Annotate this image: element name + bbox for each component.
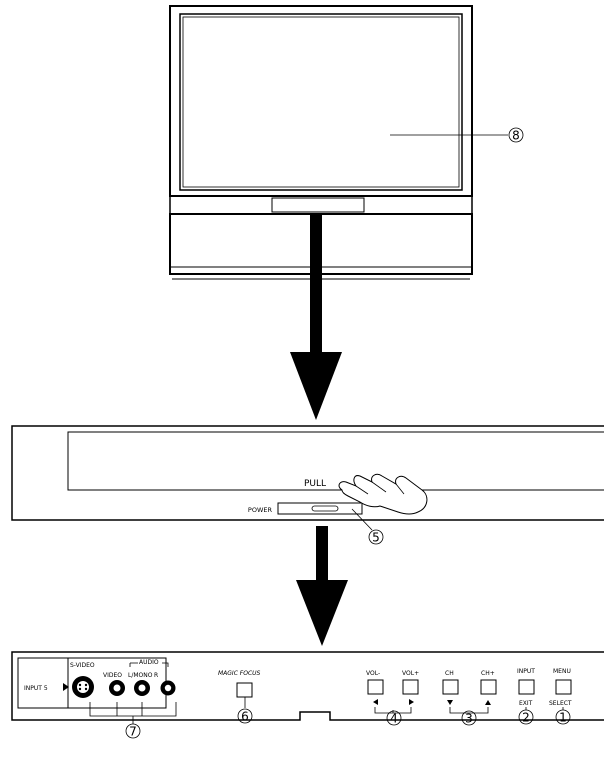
magic-focus-label: MAGIC FOCUS (218, 670, 261, 677)
tv-control-door[interactable] (271, 197, 365, 213)
callout-4: 4 (386, 710, 402, 726)
tv-outer-frame (169, 5, 473, 197)
svg-text:4: 4 (390, 712, 398, 726)
svideo-label: S-VIDEO (70, 662, 95, 669)
callout-6: 6 (237, 708, 253, 724)
svg-text:5: 5 (372, 531, 380, 545)
callout-5-leader (351, 508, 373, 531)
callout-8: 8 (508, 127, 524, 143)
callout-1: 1 (555, 709, 571, 725)
audio-label: AUDIO (139, 659, 159, 666)
video-label: VIDEO (103, 672, 122, 679)
callout-7: 7 (125, 723, 141, 739)
hand-pull-icon (338, 473, 428, 515)
tv-screen (179, 13, 463, 191)
vol-minus-button[interactable] (367, 679, 384, 695)
callout-3: 3 (461, 710, 477, 726)
ch-up-button[interactable] (480, 679, 497, 695)
audio-r-jack[interactable] (160, 680, 176, 696)
input-exit-button[interactable] (518, 679, 535, 695)
right-arrow-icon (409, 699, 414, 705)
svg-text:8: 8 (512, 129, 520, 143)
left-arrow-icon (373, 699, 378, 705)
exit-label: EXIT (519, 700, 533, 707)
arrow-down-icon (290, 214, 342, 420)
magic-focus-button[interactable] (236, 682, 253, 698)
control-panel-outline (11, 651, 604, 721)
r-label: R (154, 672, 158, 679)
lmono-label: L/MONO (128, 672, 153, 679)
tv-mid-band (169, 195, 473, 215)
svg-text:3: 3 (465, 712, 473, 726)
input5-pointer-icon (63, 683, 69, 691)
projection-tv (169, 5, 508, 280)
vol-plus-button[interactable] (402, 679, 419, 695)
pull-label: PULL (304, 479, 326, 489)
power-label: POWER (248, 506, 273, 514)
callout-7-bracket (89, 702, 177, 724)
audio-l-mono-jack[interactable] (134, 680, 150, 696)
video-jack[interactable] (109, 680, 125, 696)
tv-screen-inner (182, 16, 460, 188)
callout-2: 2 (518, 709, 534, 725)
callout-3-bracket (449, 707, 489, 714)
vol-plus-label: VOL+ (402, 670, 419, 677)
up-arrow-icon (485, 700, 491, 705)
menu-select-button[interactable] (555, 679, 572, 695)
input5-label: INPUT 5 (24, 685, 48, 692)
vol-minus-label: VOL- (366, 670, 380, 677)
svg-text:6: 6 (241, 710, 249, 724)
ch-up-label: CH+ (481, 670, 495, 677)
ch-down-button[interactable] (442, 679, 459, 695)
power-slot[interactable] (277, 502, 363, 515)
callout-4-bracket (374, 707, 412, 714)
input-label: INPUT (517, 668, 535, 675)
door-inner-outline (67, 431, 604, 491)
front-door-panel (11, 425, 604, 531)
select-label: SELECT (549, 700, 572, 707)
door-panel-outline (11, 425, 604, 521)
down-arrow-icon (447, 700, 453, 705)
power-switch[interactable] (311, 505, 339, 512)
svg-text:2: 2 (522, 711, 530, 725)
ch-down-label: CH (445, 670, 454, 677)
callout-5: 5 (368, 529, 384, 545)
svg-text:7: 7 (129, 725, 137, 739)
audio-bracket (129, 662, 169, 667)
svideo-jack[interactable] (72, 676, 94, 698)
control-panel (11, 651, 604, 721)
arrow-down-icon (296, 526, 348, 646)
svg-text:1: 1 (559, 711, 567, 725)
menu-label: MENU (553, 668, 571, 675)
